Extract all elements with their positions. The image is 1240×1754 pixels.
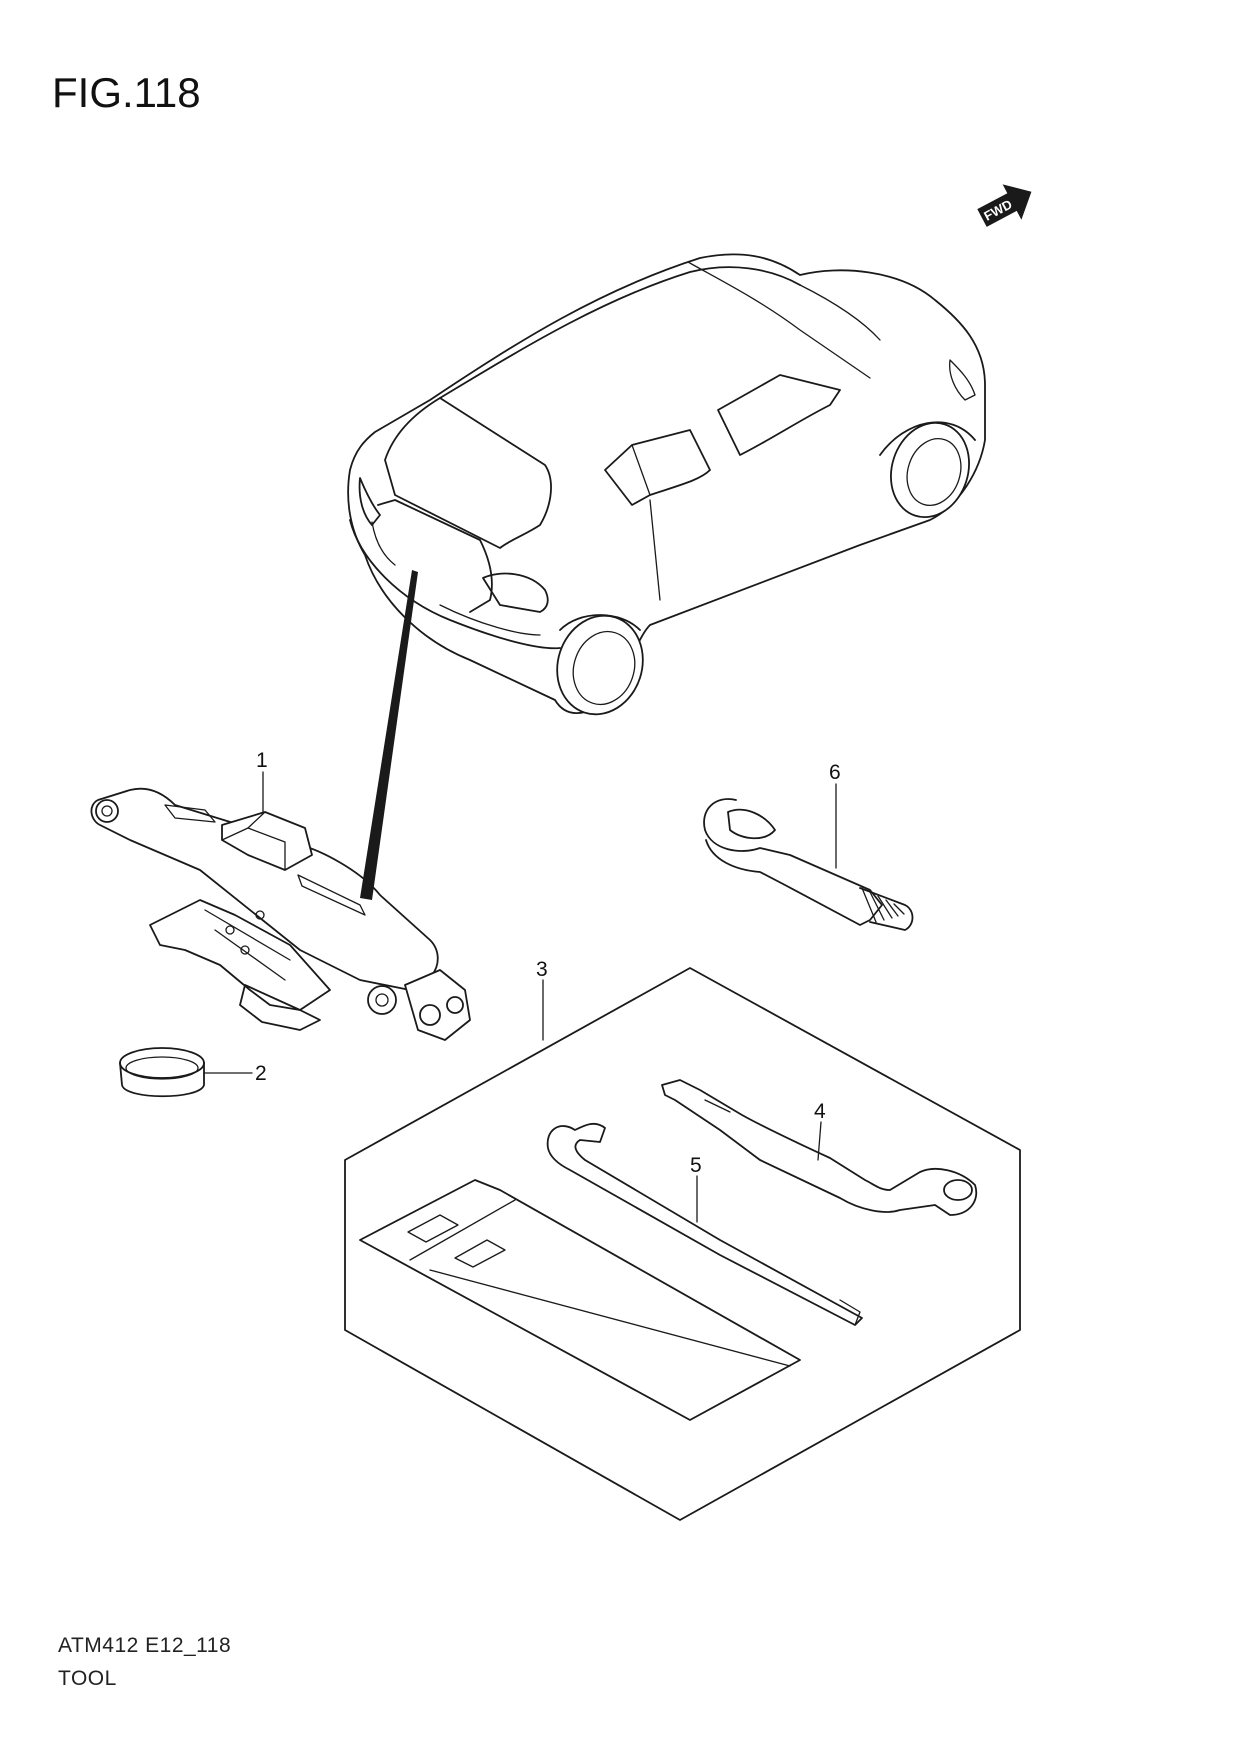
diagram-code: ATM412 E12_118 <box>58 1634 232 1657</box>
towing-hook <box>703 798 914 931</box>
figure-title: FIG.118 <box>52 69 201 116</box>
callout-1-number: 1 <box>256 749 268 772</box>
tool-set-box <box>344 967 1021 1521</box>
vehicle-outline <box>347 253 986 716</box>
callout-4: 4 <box>814 1100 826 1161</box>
scissor-jack <box>90 787 471 1041</box>
location-leader <box>360 570 418 900</box>
callout-3-number: 3 <box>536 958 548 981</box>
callout-3: 3 <box>536 958 548 1041</box>
callout-6-number: 6 <box>829 761 841 784</box>
fwd-arrow-icon: FWD <box>977 184 1032 227</box>
callout-2: 2 <box>203 1062 267 1085</box>
callout-1: 1 <box>256 749 268 813</box>
spacer-ring <box>119 1047 205 1098</box>
wheel-wrench <box>661 1079 978 1216</box>
diagram-caption: TOOL <box>58 1667 117 1690</box>
jack-handle <box>546 1122 863 1326</box>
callout-5: 5 <box>690 1154 702 1223</box>
callout-5-number: 5 <box>690 1154 702 1177</box>
callout-4-number: 4 <box>814 1100 826 1123</box>
callout-2-number: 2 <box>255 1062 267 1085</box>
callout-6: 6 <box>829 761 841 869</box>
